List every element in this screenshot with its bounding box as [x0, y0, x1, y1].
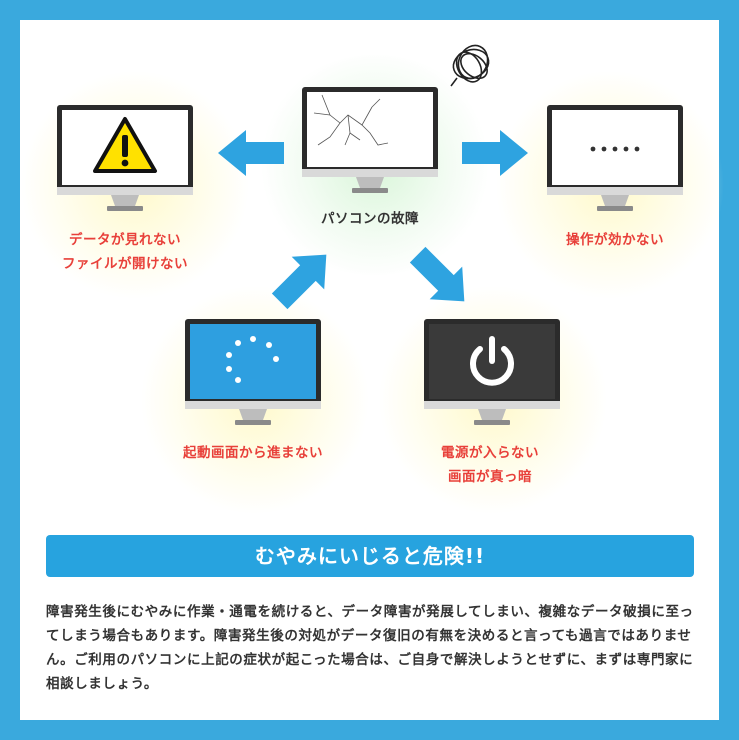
- label-boot-stuck: 起動画面から進まない: [183, 445, 323, 461]
- label-line: データが見れない: [69, 232, 181, 248]
- monitor-center-broken: [300, 85, 440, 205]
- arrow-down-left-icon: [271, 254, 327, 310]
- power-icon: [470, 336, 514, 386]
- monitor-boot-stuck: [183, 317, 323, 437]
- monitor-dots: [545, 103, 685, 223]
- scribble-icon: [447, 40, 497, 90]
- arrow-down-right-icon: [409, 246, 465, 302]
- label-line: 画面が真っ暗: [448, 469, 532, 485]
- arrow-left-icon: [218, 130, 284, 176]
- crack-icon: [313, 94, 389, 146]
- dots-icon: [590, 146, 640, 152]
- center-label: パソコンの故障: [321, 211, 419, 227]
- loading-spinner-icon: [226, 336, 279, 383]
- warning-banner: むやみにいじると危険!!: [46, 535, 694, 577]
- explanation-paragraph: 障害発生後にむやみに作業・通電を続けると、データ障害が発展してしまい、複雑なデー…: [46, 604, 694, 692]
- monitor-warning: [55, 103, 195, 223]
- label-no-power: 電源が入らない 画面が真っ暗: [395, 441, 585, 489]
- label-data-unreadable: データが見れない ファイルが開けない: [35, 228, 215, 276]
- label-line: 電源が入らない: [441, 445, 539, 461]
- label-line: ファイルが開けない: [62, 256, 188, 272]
- arrow-right-icon: [462, 130, 528, 176]
- label-unresponsive: 操作が効かない: [566, 232, 664, 248]
- warning-icon: [93, 117, 157, 173]
- monitor-no-power: [422, 317, 562, 437]
